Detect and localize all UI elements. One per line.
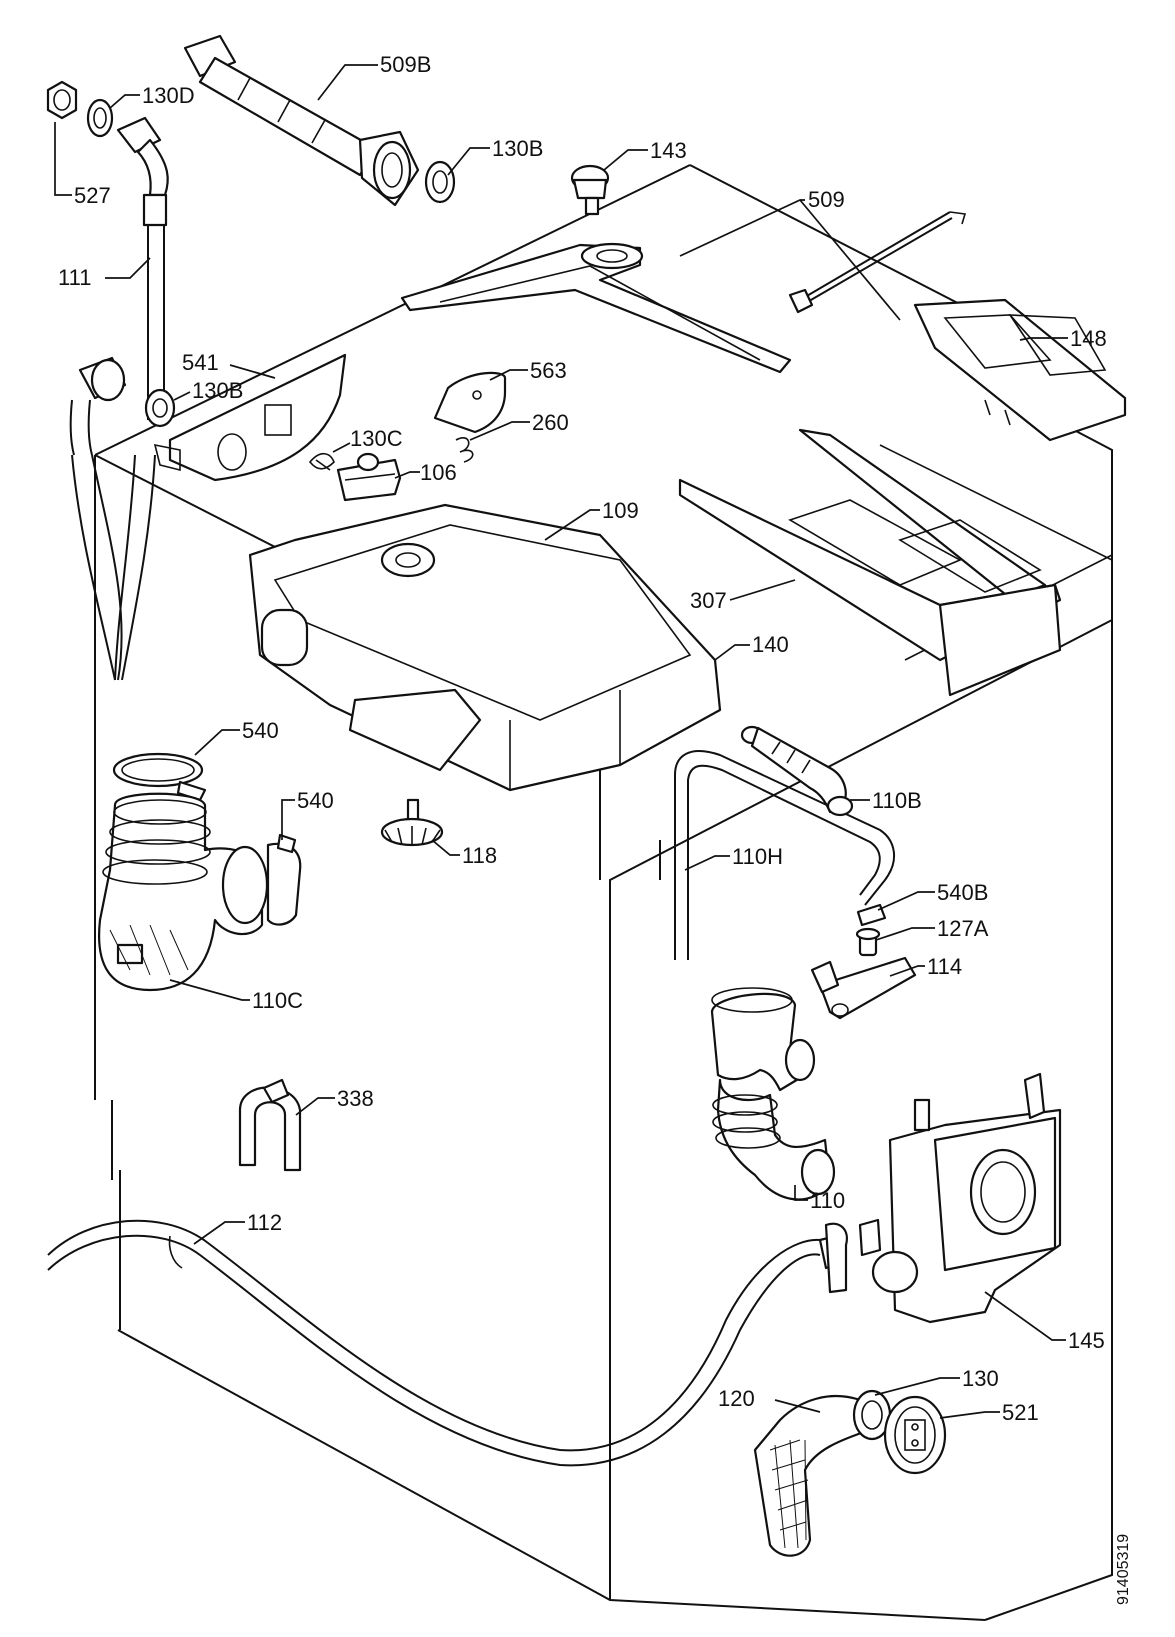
callout-540b: 540B (937, 880, 988, 905)
part-527-nut (46, 80, 78, 120)
part-130b-fitting-mid (144, 388, 176, 428)
part-563-cover (433, 371, 507, 434)
part-509-distributor-arm (400, 242, 792, 374)
leader-lines (54, 64, 1068, 1419)
callout-106: 106 (420, 460, 457, 485)
callout-509: 509 (808, 187, 845, 212)
part-540-clamp-a (112, 752, 207, 802)
part-118-pressure-chamber (380, 798, 444, 847)
part-509b-inlet-pipe (183, 34, 456, 207)
callout-130b-top: 130B (492, 136, 543, 161)
part-260-spring (455, 437, 474, 463)
part-541-bracket (153, 353, 347, 482)
callout-114: 114 (927, 954, 962, 979)
part-521-cap (883, 1395, 947, 1475)
callout-148: 148 (1070, 326, 1107, 351)
part-509-rod (788, 211, 967, 314)
part-338-hose-clip (238, 1078, 302, 1172)
callout-521: 521 (1002, 1400, 1039, 1425)
part-106-valve (336, 452, 402, 502)
callout-527: 527 (74, 183, 111, 208)
callout-111: 111 (58, 265, 91, 290)
callout-145: 145 (1068, 1328, 1105, 1353)
part-307-dispenser-drawer (678, 428, 1062, 697)
callout-110h: 110H (732, 844, 783, 869)
part-110h-pipe (674, 750, 895, 960)
callout-540-b: 540 (297, 788, 334, 813)
part-145-drain-pump (858, 1072, 1062, 1324)
callout-120: 120 (718, 1386, 755, 1411)
part-110b-hose (740, 725, 854, 817)
callout-540-a: 540 (242, 718, 279, 743)
part-114-chamber (810, 956, 917, 1020)
part-148-dispenser-insert (913, 298, 1127, 442)
callout-112: 112 (247, 1210, 282, 1235)
part-130c-gasket (308, 452, 335, 471)
callout-130b-mid: 130B (192, 378, 243, 403)
callout-130: 130 (962, 1366, 999, 1391)
part-112-drain-hose (47, 1219, 848, 1467)
callout-307: 307 (690, 588, 727, 613)
callout-130d: 130D (142, 83, 195, 108)
callout-509b: 509B (380, 52, 431, 77)
part-143-knob (570, 164, 610, 216)
callout-109: 109 (602, 498, 639, 523)
part-130d-washer (86, 98, 114, 138)
part-110-drain-elbow (710, 987, 836, 1201)
callout-110b: 110B (872, 788, 922, 813)
callout-110c: 110C (252, 988, 303, 1013)
part-109-dispenser-housing (248, 503, 722, 792)
callout-140: 140 (752, 632, 789, 657)
callout-127a: 127A (937, 916, 989, 941)
callout-260: 260 (532, 410, 569, 435)
part-127a-fitting (855, 927, 881, 957)
callout-130c: 130C (350, 426, 403, 451)
part-120-filter (753, 1395, 872, 1557)
part-540-clamp-b (266, 833, 302, 926)
callout-541: 541 (182, 350, 219, 375)
callout-143: 143 (650, 138, 687, 163)
drawing-code: 91405319 (1115, 1534, 1132, 1605)
callout-labels: 509B 130D 527 130B 143 509 111 148 541 1… (58, 52, 1107, 1425)
part-110c-sump-hose (98, 792, 269, 992)
part-111-inlet-hose (69, 116, 169, 681)
callout-563: 563 (530, 358, 567, 383)
callout-118: 118 (462, 843, 497, 868)
callout-110: 110 (810, 1188, 845, 1213)
callout-338: 338 (337, 1086, 374, 1111)
